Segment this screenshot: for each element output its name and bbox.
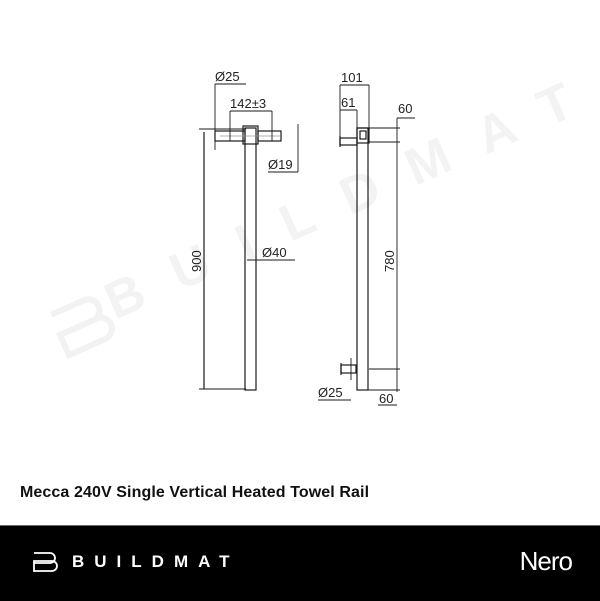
dim-front-bar-diameter: Ø19 xyxy=(268,157,293,172)
dim-front-overall-height: 900 xyxy=(189,250,204,272)
buildmat-logo-icon xyxy=(33,552,58,572)
product-title: Mecca 240V Single Vertical Heated Towel … xyxy=(20,484,370,501)
dim-side-bracket-depth: 61 xyxy=(341,95,355,110)
dim-side-top-offset: 60 xyxy=(398,101,412,116)
buildmat-logo[interactable]: BUILDMAT xyxy=(32,551,240,573)
nero-brand-logo[interactable]: Nero xyxy=(519,546,573,576)
dim-front-tube-diameter: Ø40 xyxy=(262,245,287,260)
dim-front-projection: 142±3 xyxy=(230,96,266,111)
side-view xyxy=(318,84,415,406)
dim-side-bottom-offset: 60 xyxy=(379,391,393,406)
dim-side-overall-depth: 101 xyxy=(341,70,363,85)
dim-side-bottom-bracket-diameter: Ø25 xyxy=(318,385,343,400)
technical-drawing: Ø25 142±3 Ø19 Ø40 900 101 xyxy=(189,69,415,406)
buildmat-logo-text: BUILDMAT xyxy=(72,552,240,571)
dim-front-bracket-diameter: Ø25 xyxy=(215,69,240,84)
dim-side-bracket-centres: 780 xyxy=(382,250,397,272)
front-view xyxy=(199,83,299,391)
footer-bar: BUILDMAT Nero xyxy=(0,525,600,601)
